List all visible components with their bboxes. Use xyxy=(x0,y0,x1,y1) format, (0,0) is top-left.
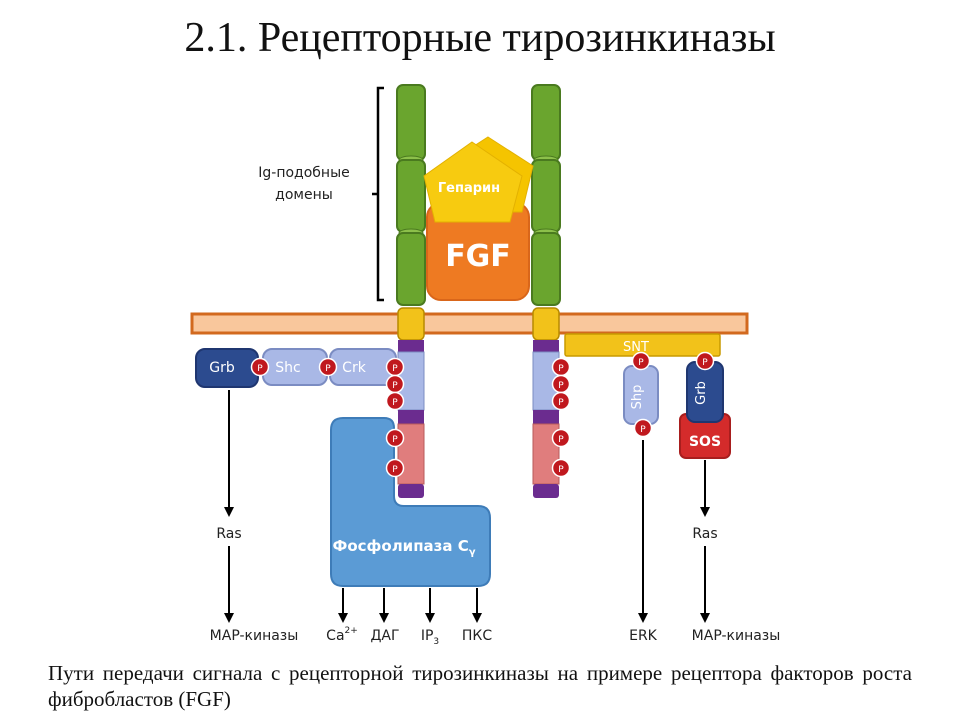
phosphate-shc-crk: P xyxy=(318,357,338,377)
svg-text:P: P xyxy=(558,435,564,445)
svg-text:P: P xyxy=(702,358,708,368)
phosphate-snt-shp: P xyxy=(631,351,651,371)
ca-label: Ca xyxy=(326,628,344,644)
receptor-purple-band xyxy=(398,484,424,498)
cell-membrane xyxy=(190,312,749,335)
svg-text:P: P xyxy=(392,364,398,374)
svg-text:P: P xyxy=(558,398,564,408)
phosphate-left-2: P xyxy=(385,374,405,394)
ig-domain xyxy=(396,232,426,306)
ip-label: IP xyxy=(421,628,434,644)
svg-text:P: P xyxy=(392,381,398,391)
shp-label: Shp xyxy=(630,385,645,410)
grb-left-label: Grb xyxy=(209,360,235,376)
heparin-shape-front xyxy=(423,141,523,223)
left-receptor-ig-domains xyxy=(396,84,426,306)
ig-domain xyxy=(531,232,561,306)
svg-text:P: P xyxy=(558,364,564,374)
svg-text:IP3: IP3 xyxy=(421,628,439,647)
phosphate-snt-grb: P xyxy=(695,351,715,371)
phosphate-grb-shc: P xyxy=(250,357,270,377)
erk-label: ERK xyxy=(629,628,658,644)
plc-subscript: γ xyxy=(469,547,476,558)
ig-domain xyxy=(531,84,561,161)
dag-label: ДАГ xyxy=(370,628,399,644)
ig-domain xyxy=(396,84,426,161)
plc-label: Фосфолипаза C xyxy=(332,537,468,555)
receptor-purple-band xyxy=(533,484,559,498)
heparin-label: Гепарин xyxy=(438,181,500,196)
right-receptor-transmembrane xyxy=(532,307,560,341)
ig-domains-label-line2: домены xyxy=(275,187,333,203)
crk-label: Crk xyxy=(342,360,367,376)
ig-domain xyxy=(396,159,426,233)
svg-text:P: P xyxy=(392,465,398,475)
svg-text:P: P xyxy=(638,358,644,368)
receptor-purple-band xyxy=(533,410,559,424)
phosphate-right-1: P xyxy=(551,357,571,377)
svg-text:Ca2+: Ca2+ xyxy=(326,626,358,644)
right-receptor-ig-domains xyxy=(531,84,561,306)
phosphate-right-4: P xyxy=(551,428,571,448)
receptor-purple-band xyxy=(398,340,424,352)
phosphate-left-3: P xyxy=(385,391,405,411)
ras-right-label: Ras xyxy=(692,526,717,542)
shc-label: Shc xyxy=(275,360,300,376)
slide-title: 2.1. Рецепторные тирозинкиназы xyxy=(184,15,776,61)
phospholipase-c-gamma xyxy=(330,417,491,587)
grb-right-label: Grb xyxy=(694,381,709,405)
phosphate-groups: P P P P P P P P P P P P P P P xyxy=(250,351,715,478)
ip-subscript: 3 xyxy=(433,637,439,647)
ras-left-label: Ras xyxy=(216,526,241,542)
svg-text:P: P xyxy=(640,425,646,435)
svg-text:P: P xyxy=(558,381,564,391)
receptor-purple-band xyxy=(398,410,424,424)
figure-caption: Пути передачи сигнала с рецепторной тиро… xyxy=(48,661,912,711)
ig-domain xyxy=(531,159,561,233)
heparin xyxy=(423,136,534,223)
signaling-arrows xyxy=(224,390,710,623)
pkc-label: ПКС xyxy=(462,628,492,644)
ig-domains-label-line1: Ig-подобные xyxy=(258,165,350,181)
phosphate-left-5: P xyxy=(385,458,405,478)
map-kinases-right-label: MAP-киназы xyxy=(692,628,781,644)
ig-domains-bracket xyxy=(372,86,384,302)
sos-label: SOS xyxy=(689,434,721,450)
svg-text:P: P xyxy=(325,364,331,374)
receptor-purple-band xyxy=(533,340,559,352)
map-kinases-left-label: MAP-киназы xyxy=(210,628,299,644)
phosphate-left-4: P xyxy=(385,428,405,448)
phosphate-right-2: P xyxy=(551,374,571,394)
svg-text:P: P xyxy=(392,435,398,445)
left-receptor-transmembrane xyxy=(397,307,425,341)
svg-text:P: P xyxy=(392,398,398,408)
snt-label: SNT xyxy=(623,340,649,355)
svg-text:Фосфолипаза Cγ: Фосфолипаза Cγ xyxy=(332,537,475,558)
ca-superscript: 2+ xyxy=(345,626,358,636)
phosphate-shp-bottom: P xyxy=(633,418,653,438)
fgf-label: FGF xyxy=(445,239,511,274)
svg-text:P: P xyxy=(257,364,263,374)
phosphate-left-1: P xyxy=(385,357,405,377)
phosphate-right-5: P xyxy=(551,458,571,478)
phosphate-right-3: P xyxy=(551,391,571,411)
left-receptor-intracellular xyxy=(397,340,425,498)
svg-text:P: P xyxy=(558,465,564,475)
